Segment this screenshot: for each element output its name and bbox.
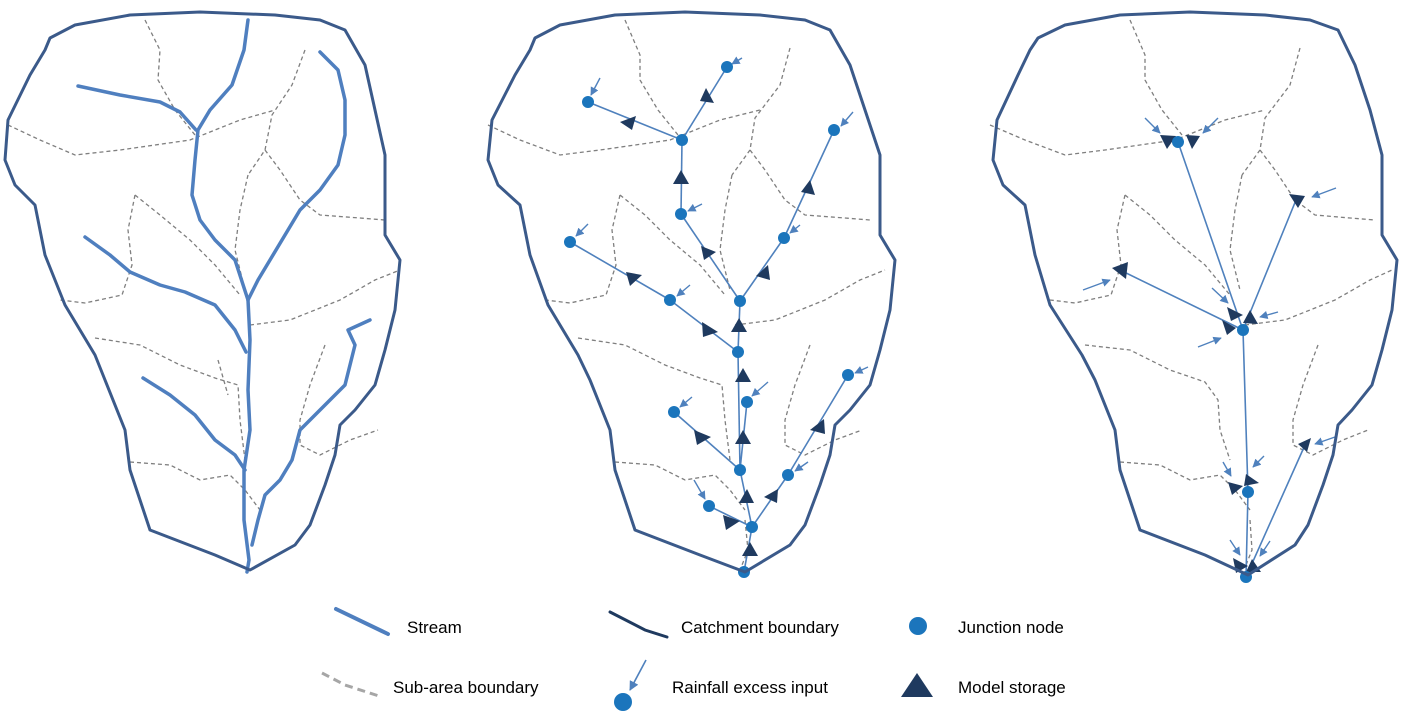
junction-node <box>703 500 715 512</box>
model-storage <box>626 272 642 286</box>
catchment-boundary <box>3 10 402 572</box>
junction-node <box>842 369 854 381</box>
model-storage <box>1228 482 1243 495</box>
model-storage <box>764 489 778 503</box>
model-storage <box>694 430 711 445</box>
junction-nodes <box>1172 136 1254 583</box>
model-storage <box>1227 307 1243 321</box>
sub-area-boundaries <box>487 19 886 566</box>
model-storage <box>700 88 714 103</box>
rainfall-input-node-symbol <box>614 693 632 711</box>
junction-node <box>564 236 576 248</box>
model-storage <box>1222 320 1236 335</box>
catchment-boundary <box>991 10 1399 577</box>
junction-node <box>734 464 746 476</box>
legend-label-sub-area-boundary: Sub-area boundary <box>393 678 539 697</box>
catchment-boundary <box>486 10 897 574</box>
junction-node <box>778 232 790 244</box>
sub-area-boundaries <box>989 19 1393 566</box>
legend-label-model-storage: Model storage <box>958 678 1066 697</box>
sub-area-boundary-symbol <box>321 671 383 699</box>
junction-node <box>734 295 746 307</box>
model-storage <box>701 246 716 260</box>
legend: Stream Catchment boundary Junction node … <box>321 607 1066 711</box>
model-storage <box>735 430 751 444</box>
model-storage <box>1160 135 1176 149</box>
junction-node <box>1242 486 1254 498</box>
model-storage <box>735 368 751 382</box>
legend-label-catchment-boundary: Catchment boundary <box>681 618 839 637</box>
model-storage-symbol <box>901 673 933 697</box>
junction-node <box>782 469 794 481</box>
junction-node <box>732 346 744 358</box>
catchment-boundary-symbol <box>608 610 669 639</box>
junction-node <box>664 294 676 306</box>
legend-label-junction-node: Junction node <box>958 618 1064 637</box>
junction-node <box>746 521 758 533</box>
junction-node <box>668 406 680 418</box>
model-storage <box>1112 262 1128 279</box>
model-storage <box>1289 194 1305 208</box>
junction-node <box>741 396 753 408</box>
junction-node <box>828 124 840 136</box>
rainfall-input-arrow-icon <box>629 659 647 691</box>
model-storage <box>702 322 718 337</box>
panel-lumped-network <box>989 10 1399 583</box>
model-storage <box>1298 438 1311 452</box>
model-storage <box>620 116 636 130</box>
streams <box>76 18 372 574</box>
junction-node <box>582 96 594 108</box>
junction-node-symbol <box>909 617 927 635</box>
network-links <box>1119 141 1306 578</box>
model-storage <box>739 489 754 503</box>
sub-area-boundaries <box>7 19 401 511</box>
model-storages <box>1112 135 1311 573</box>
junction-nodes <box>564 61 854 578</box>
model-storage <box>731 318 747 332</box>
rainfall-excess-inputs <box>1082 117 1337 557</box>
model-storage <box>756 265 770 280</box>
legend-item-stream: Stream <box>334 607 462 637</box>
junction-node <box>1172 136 1184 148</box>
legend-item-junction-node: Junction node <box>909 617 1064 637</box>
rainfall-excess-inputs <box>575 56 869 500</box>
model-storage <box>742 542 758 556</box>
model-storage <box>1243 310 1258 324</box>
model-storage <box>673 170 689 184</box>
legend-item-sub-area-boundary: Sub-area boundary <box>321 671 539 699</box>
model-storage <box>1186 135 1200 149</box>
model-storage <box>801 180 815 195</box>
junction-node <box>721 61 733 73</box>
model-storage <box>810 419 825 434</box>
legend-item-catchment-boundary: Catchment boundary <box>608 610 839 639</box>
model-storage <box>723 515 740 530</box>
legend-label-rainfall-excess-input: Rainfall excess input <box>672 678 828 697</box>
network-links <box>569 66 849 573</box>
stream-symbol <box>334 607 390 636</box>
legend-item-rainfall-excess-input: Rainfall excess input <box>614 659 828 711</box>
panel-node-link-network <box>486 10 897 578</box>
model-storages <box>620 88 825 556</box>
junction-node <box>1237 324 1249 336</box>
junction-node <box>675 208 687 220</box>
legend-item-model-storage: Model storage <box>901 673 1066 697</box>
panel-catchment-with-streams <box>3 10 402 574</box>
junction-node <box>676 134 688 146</box>
model-storage <box>1244 474 1259 486</box>
legend-label-stream: Stream <box>407 618 462 637</box>
